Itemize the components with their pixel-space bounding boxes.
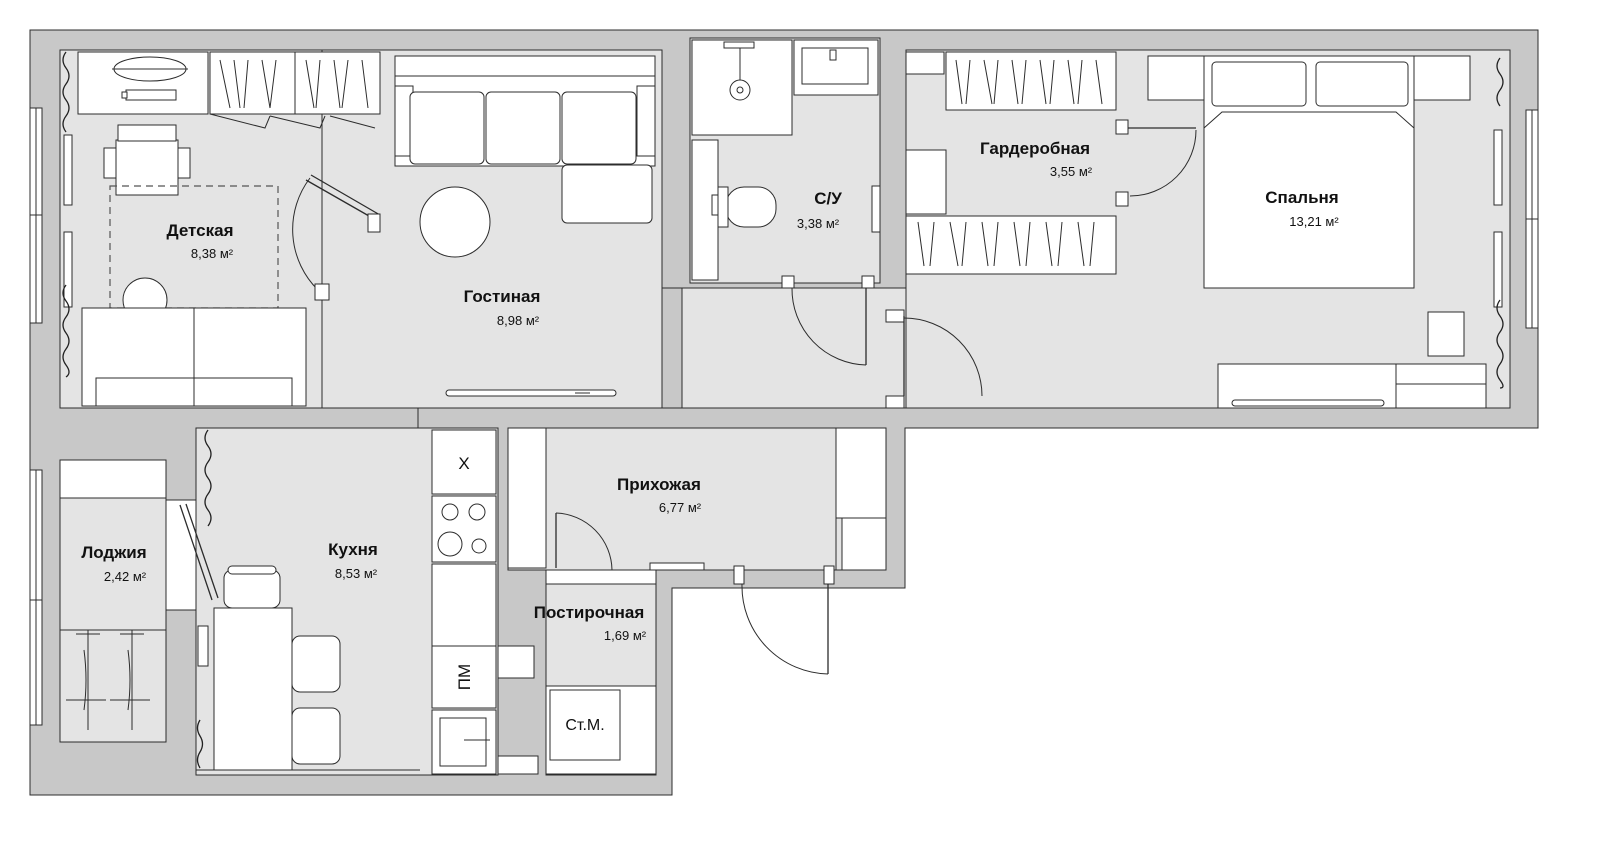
- shelf: [905, 51, 945, 75]
- gostinaya-furniture: [394, 55, 656, 397]
- wardrobe-top: [945, 51, 1117, 111]
- room-name-lodzhiya: Лоджия: [81, 543, 146, 562]
- installation: [691, 139, 719, 281]
- wardrobe-bottom: [905, 215, 1117, 275]
- room-area-lodzhiya: 2,42 м²: [104, 569, 147, 584]
- chair-right-2: [291, 707, 341, 765]
- fridge-label: Х: [458, 454, 469, 473]
- room-name-kukhnya: Кухня: [328, 540, 378, 559]
- washing-machine: [549, 689, 621, 761]
- room-name-su: С/У: [814, 189, 842, 208]
- room-name-gostinaya: Гостиная: [464, 287, 541, 306]
- room-name-postirochnaya: Постирочная: [534, 603, 644, 622]
- room-area-kukhnya: 8,53 м²: [335, 566, 378, 581]
- room-name-garderobnaya: Гардеробная: [980, 139, 1090, 158]
- tv-spalnya: [1231, 399, 1385, 407]
- coffee-table: [419, 186, 491, 258]
- toilet: [725, 186, 777, 228]
- detskaya-furniture: [77, 51, 381, 407]
- garderobnaya-furniture: [905, 51, 1197, 275]
- su-fixtures: [691, 39, 881, 281]
- detskaya-door: [292, 174, 381, 301]
- radiator: [871, 185, 881, 233]
- lodzhiya-furniture: [59, 459, 219, 730]
- counter: [431, 563, 497, 647]
- entrance-door-frame: [733, 565, 745, 585]
- washer-label: Ст.М.: [565, 717, 604, 734]
- room-area-prikhozhaya: 6,77 м²: [659, 500, 702, 515]
- room-area-detskaya: 8,38 м²: [191, 246, 234, 261]
- bicycles: [66, 630, 150, 730]
- room-area-gostinaya: 8,98 м²: [497, 313, 540, 328]
- su-door: [781, 275, 875, 366]
- fridge: [431, 429, 497, 495]
- chair-right-1: [291, 635, 341, 693]
- dishwasher-label: ПМ: [455, 664, 474, 690]
- dishwasher: [431, 645, 497, 709]
- tv-gostinaya: [445, 389, 617, 397]
- curtains: [62, 51, 1504, 769]
- spalnya-door: [885, 309, 983, 409]
- room-name-spalnya: Спальня: [1265, 188, 1338, 207]
- chair-top: [223, 569, 281, 609]
- windows: [29, 107, 1539, 726]
- appliance-labels: Х ПМ Ст.М.: [455, 454, 605, 734]
- room-name-detskaya: Детская: [167, 221, 234, 240]
- hall-wardrobe-left: [507, 427, 547, 569]
- room-area-su: 3,38 м²: [797, 216, 840, 231]
- ottoman: [561, 164, 653, 224]
- room-labels: Детская 8,38 м² Гостиная 8,98 м² С/У 3,3…: [81, 139, 1339, 643]
- nightstand-right: [1413, 55, 1471, 101]
- floor-lodzhiya: [59, 459, 167, 743]
- dining-table: [213, 607, 293, 771]
- floor-corridor: [681, 287, 908, 409]
- room-name-prikhozhaya: Прихожая: [617, 475, 701, 494]
- room-area-spalnya: 13,21 м²: [1289, 214, 1339, 229]
- hall-wardrobe-right: [835, 427, 887, 519]
- nightstand-left: [1147, 55, 1205, 101]
- desk-chair: [115, 139, 179, 196]
- postirochnaya-furniture: [497, 569, 657, 775]
- room-area-postirochnaya: 1,69 м²: [604, 628, 647, 643]
- room-area-garderobnaya: 3,55 м²: [1050, 164, 1093, 179]
- spalnya-furniture: [1147, 55, 1487, 409]
- balcony-door: [165, 499, 197, 611]
- kukhnya-furniture: [196, 429, 535, 775]
- floor-prikhozhaya: [507, 427, 887, 571]
